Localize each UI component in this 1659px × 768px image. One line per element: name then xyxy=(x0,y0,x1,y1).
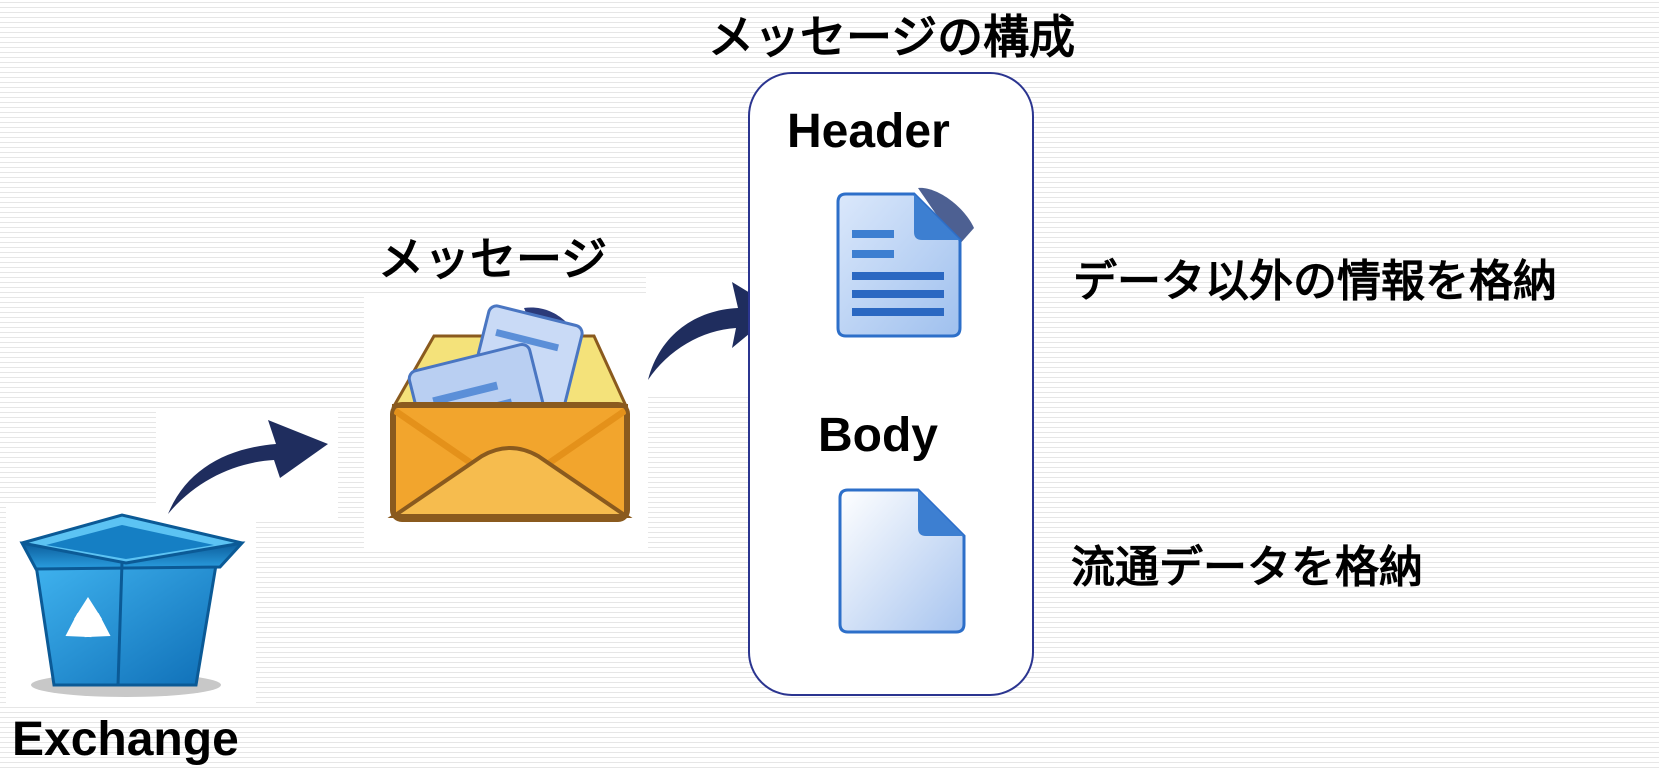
header-label: Header xyxy=(787,105,950,158)
curved-arrow-icon xyxy=(168,420,328,514)
header-description: データ以外の情報を格納 xyxy=(1073,256,1557,307)
exchange-icon-panel xyxy=(6,505,256,705)
text-document-icon xyxy=(836,187,974,338)
body-label: Body xyxy=(818,409,938,462)
arrow-panel-1 xyxy=(156,410,338,520)
body-icon-panel xyxy=(836,488,976,638)
curved-arrow-icon xyxy=(648,282,778,380)
blank-document-icon xyxy=(838,488,966,634)
message-label: メッセージ xyxy=(378,232,608,286)
message-icon-panel xyxy=(364,296,648,552)
exchange-label: Exchange xyxy=(12,713,239,766)
recycle-bin-icon xyxy=(19,513,246,697)
open-envelope-icon xyxy=(387,304,633,522)
composition-title: メッセージの構成 xyxy=(708,10,1076,64)
header-icon-panel xyxy=(832,186,982,346)
body-description: 流通データを格納 xyxy=(1071,542,1423,593)
